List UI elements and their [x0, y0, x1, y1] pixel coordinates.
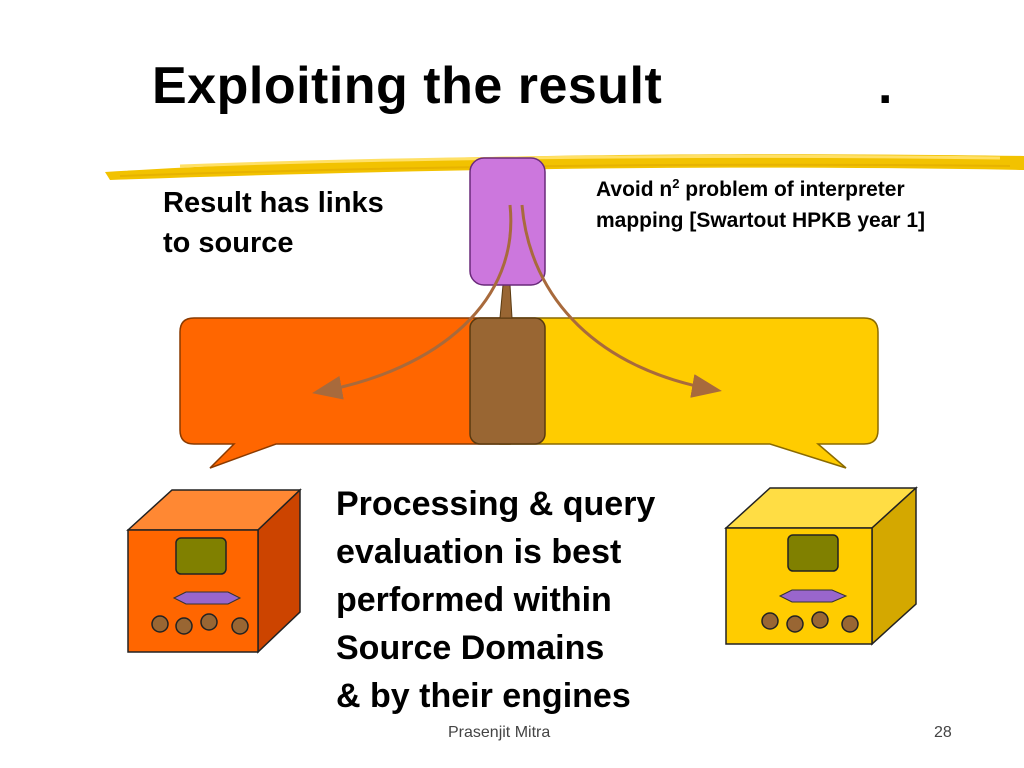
avoid-note-line: mapping [Swartout HPKB year 1]: [596, 209, 926, 232]
avoid-note-line: Avoid n2 problem of interpreter: [596, 176, 905, 201]
links-note-line: Result has links: [163, 187, 384, 219]
interpreter-stem: [499, 284, 513, 319]
avoid-note: Avoid n2 problem of interpreter mapping …: [596, 168, 925, 236]
link-arrow-right: [520, 204, 722, 398]
slide-title-suffix: .: [878, 57, 893, 115]
body-text: Processing & query evaluation is best pe…: [336, 480, 655, 720]
footer-author: Prasenjit Mitra: [448, 724, 551, 741]
links-note-line: to source: [163, 227, 294, 259]
page-number: 28: [934, 724, 952, 741]
right-domain-bubble: [499, 317, 879, 469]
right-source-engine-icon: [724, 486, 918, 646]
body-line: & by their engines: [336, 677, 631, 715]
overlap-region: [469, 317, 546, 445]
left-source-engine-icon: [126, 488, 302, 654]
links-note: Result has links to source: [163, 183, 384, 263]
body-line: Processing & query: [336, 485, 656, 523]
body-line: performed within: [336, 581, 612, 619]
body-line: Source Domains: [336, 629, 605, 667]
left-domain-bubble: [179, 317, 511, 469]
link-arrow-left: [312, 204, 513, 400]
interpreter-box: [469, 157, 546, 286]
body-line: evaluation is best: [336, 533, 622, 571]
slide-title: Exploiting the result: [152, 57, 663, 115]
